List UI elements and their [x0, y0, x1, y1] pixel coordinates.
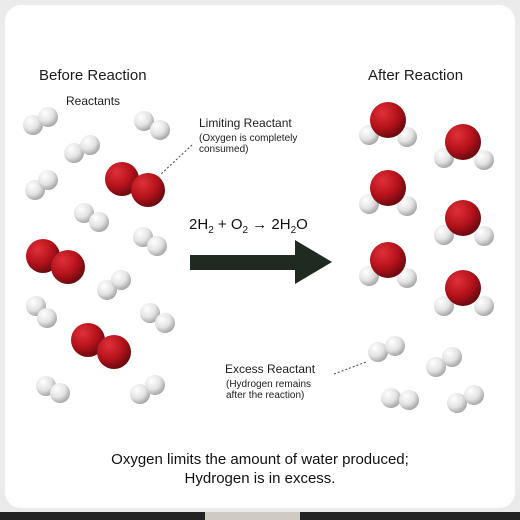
limiting-reactant-note: (Oxygen is completely consumed): [199, 133, 297, 155]
hydrogen-molecule: [74, 203, 109, 232]
oxygen-molecule: [105, 162, 165, 207]
excess-reactant-label: Excess Reactant: [225, 362, 316, 376]
hydrogen-molecule: [130, 375, 165, 404]
water-molecule: [434, 270, 494, 316]
hydrogen-molecule: [26, 296, 57, 328]
before-reaction-heading: Before Reaction: [39, 67, 147, 84]
hydrogen-molecule: [97, 270, 131, 300]
hydrogen-molecule: [368, 336, 405, 362]
oxygen-molecule: [26, 239, 85, 284]
after-water-molecules: [359, 102, 494, 316]
equation-o2-subscript: 2: [242, 225, 249, 236]
after-reaction-heading: After Reaction: [368, 67, 464, 84]
equation-product-end: O: [296, 216, 308, 233]
limiting-reactant-pointer: [159, 144, 193, 176]
reaction-arrow: [190, 240, 332, 284]
excess-note-line-2: after the reaction): [226, 390, 305, 401]
water-molecule: [434, 124, 494, 170]
hydrogen-molecule: [447, 385, 484, 413]
before-oxygen-molecules: [26, 162, 165, 369]
excess-reactant-pointer: [333, 361, 367, 375]
hydrogen-molecule: [64, 135, 100, 163]
hydrogen-molecule: [426, 347, 462, 377]
hydrogen-molecule: [25, 170, 58, 200]
equation-arrow: →: [248, 216, 272, 233]
hydrogen-molecule: [133, 227, 167, 256]
excess-note-line-1: (Hydrogen remains: [226, 379, 312, 390]
equation-h2-subscript: 2: [208, 225, 214, 236]
conclusion-text: Oxygen limits the amount of water produc…: [60, 450, 460, 488]
water-molecule: [359, 102, 417, 147]
equation-reactant-h2: 2H: [189, 216, 209, 233]
water-molecule: [434, 200, 494, 246]
water-molecule: [359, 170, 417, 216]
hydrogen-molecule: [36, 376, 70, 403]
water-molecule: [359, 242, 417, 288]
oxygen-molecule: [71, 323, 131, 369]
hydrogen-molecule: [23, 107, 58, 135]
before-hydrogen-molecules: [23, 107, 175, 404]
reactants-label: Reactants: [66, 94, 121, 108]
hydrogen-molecule: [140, 303, 175, 333]
conclusion-line-2: Hydrogen is in excess.: [184, 470, 336, 487]
hydrogen-molecule: [134, 111, 170, 140]
equation-reactant-o2: + O: [213, 216, 243, 233]
bottom-strip-highlight: [205, 512, 300, 520]
equation-product: 2H: [271, 216, 291, 233]
equation-product-subscript: 2: [290, 225, 297, 236]
chemical-equation: 2H2 + O2 → 2H2O: [189, 216, 308, 236]
hydrogen-molecule: [381, 388, 419, 410]
limiting-note-line-1: (Oxygen is completely: [199, 133, 298, 144]
excess-reactant-note: (Hydrogen remains after the reaction): [226, 379, 311, 401]
limiting-note-line-2: consumed): [199, 144, 249, 155]
conclusion-line-1: Oxygen limits the amount of water produc…: [111, 451, 409, 468]
limiting-reactant-label: Limiting Reactant: [199, 116, 292, 130]
after-hydrogen-molecules: [368, 336, 484, 413]
